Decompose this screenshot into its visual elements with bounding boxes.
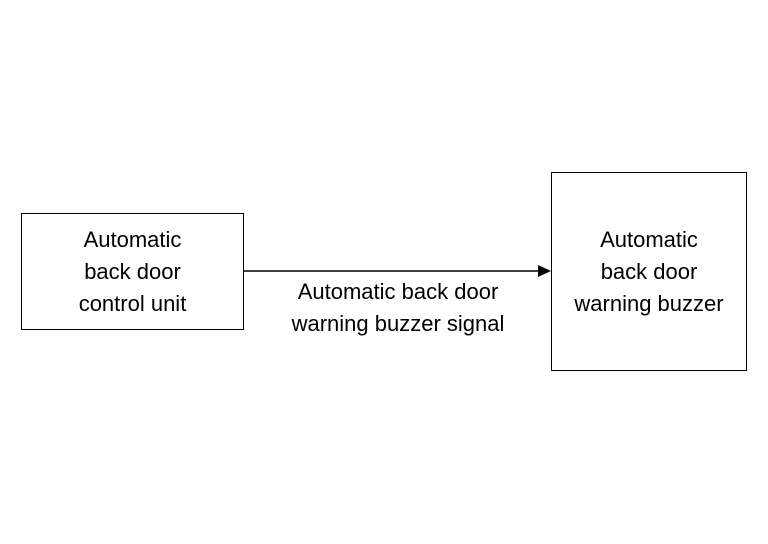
warning-buzzer-label: Automatic back door warning buzzer <box>574 226 724 316</box>
arrowhead-icon <box>538 265 551 277</box>
control-unit-node: Automatic back door control unit <box>21 213 244 330</box>
control-unit-label: Automatic back door control unit <box>78 226 187 316</box>
signal-label: Automatic back door warning buzzer signa… <box>291 279 505 336</box>
warning-buzzer-node: Automatic back door warning buzzer <box>551 172 747 371</box>
